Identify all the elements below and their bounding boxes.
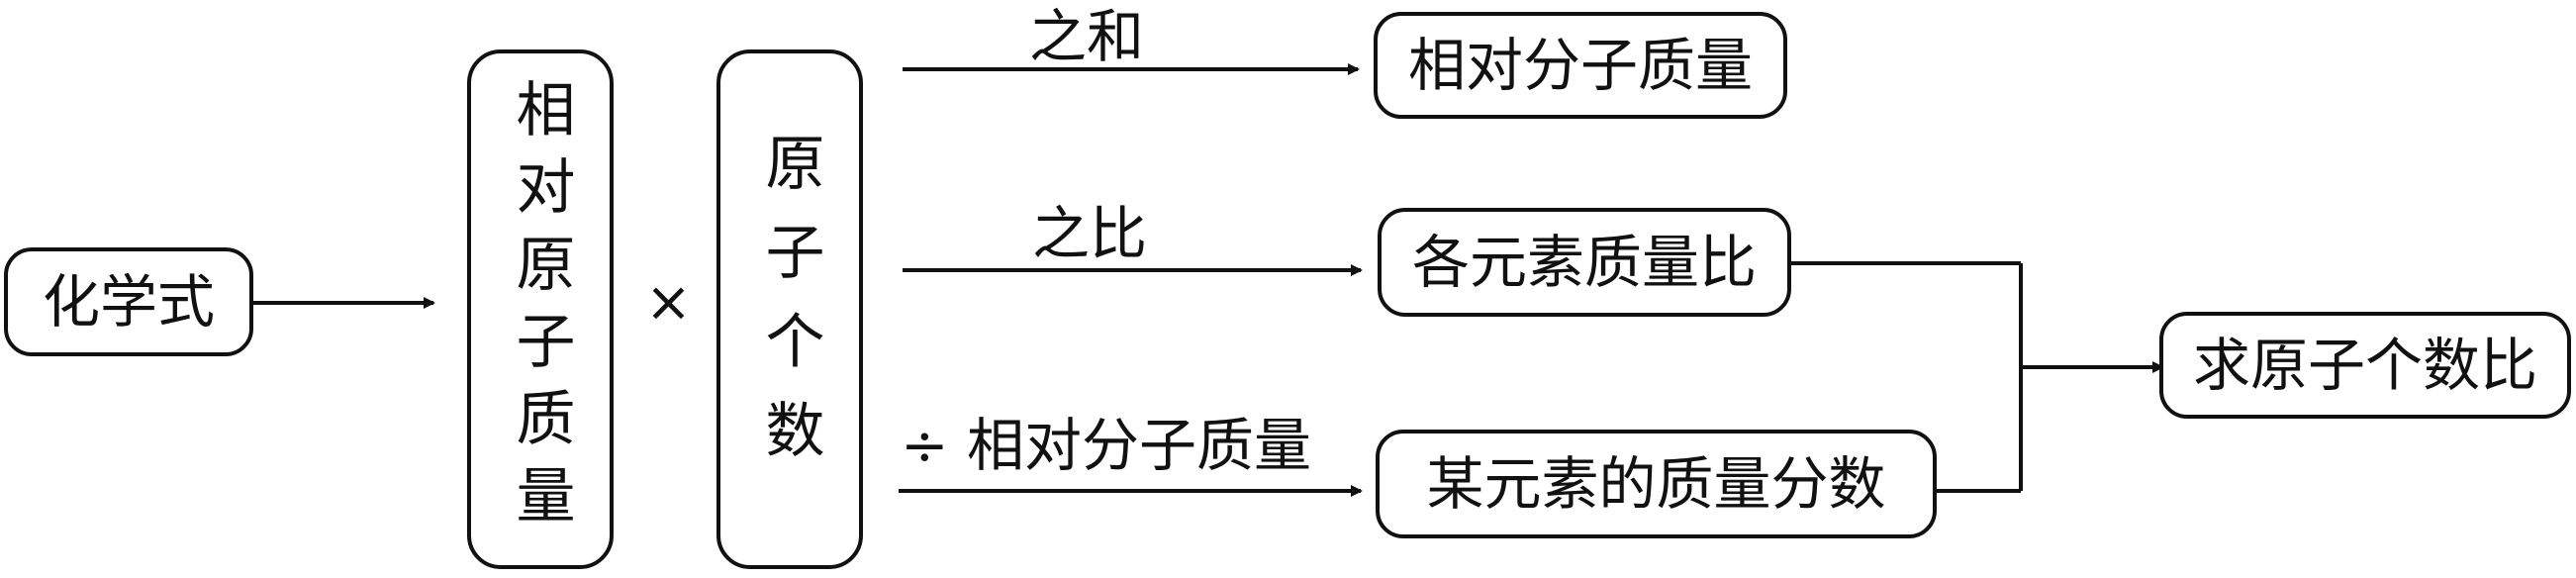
- atom-count-node: 原子个数: [716, 49, 863, 569]
- relative-atomic-mass-node: 相对原子质量: [467, 49, 614, 569]
- atom-count-label: 原子个数: [755, 131, 824, 488]
- chemical-formula-label: 化学式: [42, 268, 215, 336]
- edge-label-sum-text: 之和: [1029, 3, 1145, 70]
- element-mass-fraction-node: 某元素的质量分数: [1376, 430, 1937, 538]
- element-mass-fraction-label: 某元素的质量分数: [1426, 450, 1886, 518]
- relative-molecular-mass-node: 相对分子质量: [1374, 12, 1787, 119]
- edge-label-sum: 之和: [1029, 8, 1144, 65]
- edge-label-divide-text: ÷ 相对分子质量: [901, 412, 1312, 479]
- edge-label-ratio-text: 之比: [1032, 200, 1148, 267]
- relative-molecular-mass-label: 相对分子质量: [1407, 32, 1753, 99]
- multiply-operator: ×: [645, 275, 692, 331]
- element-mass-ratio-label: 各元素质量比: [1411, 229, 1757, 296]
- relative-atomic-mass-label: 相对原子质量: [506, 77, 575, 541]
- edge-label-ratio: 之比: [1032, 205, 1147, 262]
- multiply-symbol: ×: [645, 270, 692, 335]
- atom-count-ratio-label: 求原子个数比: [2192, 332, 2537, 399]
- chemical-formula-node: 化学式: [4, 247, 253, 356]
- edge-label-divide: ÷ 相对分子质量: [901, 417, 1311, 474]
- atom-count-ratio-node: 求原子个数比: [2159, 312, 2571, 419]
- element-mass-ratio-node: 各元素质量比: [1378, 208, 1791, 317]
